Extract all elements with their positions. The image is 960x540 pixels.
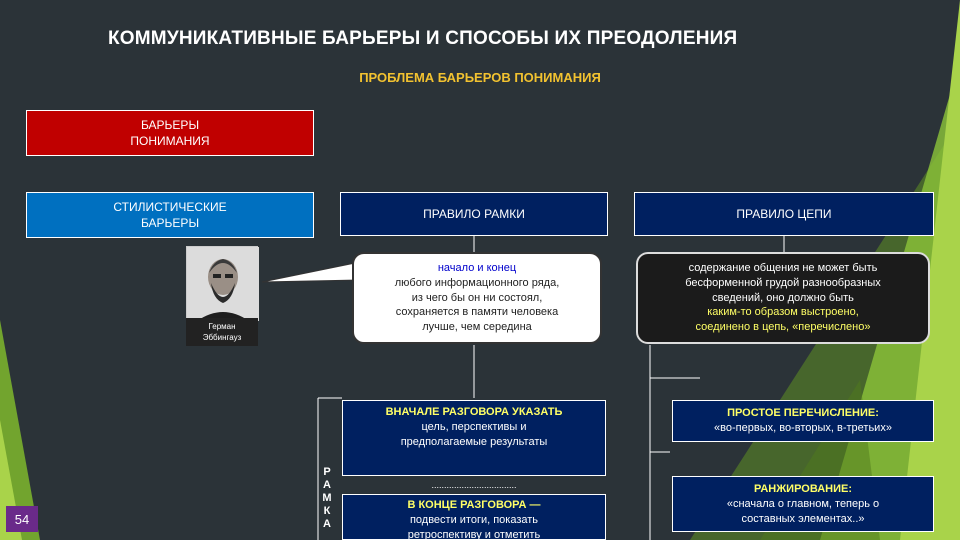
frame-start-line1: цель, перспективы и [421,420,527,433]
frame-bubble-line3: сохраняется в памяти человека [395,306,559,319]
caption-line2: Эббингауз [202,333,242,342]
frame-vertical-letter-5: А [323,518,331,530]
frame-bubble-line1: любого информационного ряда, [394,276,560,289]
ranking-box: РАНЖИРОВАНИЕ: «сначала о главном, теперь… [672,476,934,532]
frame-rule-label: ПРАВИЛО РАМКИ [423,206,525,221]
chain-rule-box: ПРАВИЛО ЦЕПИ [634,192,934,236]
frame-vertical-label: Р А М К А [318,466,336,540]
barriers-box-line1: БАРЬЕРЫ [140,117,200,132]
frame-end-heading: В КОНЦЕ РАЗГОВОРА — [407,499,541,511]
caption-line1: Герман [208,322,236,331]
frame-bubble-line4: лучше, чем середина [422,321,532,334]
frame-end-line2: ретроспективу и отметить [407,528,541,540]
frame-bubble-highlight: начало и конец [437,261,517,274]
frame-vertical-letter-4: К [323,505,331,517]
enumeration-box: ПРОСТОЕ ПЕРЕЧИСЛЕНИЕ: «во-первых, во-вто… [672,400,934,442]
frame-start-heading: ВНАЧАЛЕ РАЗГОВОРА УКАЗАТЬ [385,406,563,418]
frame-start-box: ВНАЧАЛЕ РАЗГОВОРА УКАЗАТЬ цель, перспект… [342,400,606,476]
frame-start-line2: предполагаемые результаты [400,435,548,448]
portrait-caption: Герман Эббингауз [186,318,258,346]
barriers-box: БАРЬЕРЫ ПОНИМАНИЯ [26,110,314,156]
frame-vertical-letter-1: Р [323,466,331,478]
ranking-heading: РАНЖИРОВАНИЕ: [753,483,853,495]
page-subtitle: ПРОБЛЕМА БАРЬЕРОВ ПОНИМАНИЯ [359,70,601,85]
stylistic-barriers-box: СТИЛИСТИЧЕСКИЕ БАРЬЕРЫ [26,192,314,238]
frame-end-box: В КОНЦЕ РАЗГОВОРА — подвести итоги, пока… [342,494,606,540]
frame-rule-bubble: начало и конец любого информационного ря… [352,252,602,344]
barriers-box-line2: ПОНИМАНИЯ [130,134,210,148]
chain-bubble-line1: содержание общения не может быть [688,261,878,274]
page-number: 54 [6,506,38,532]
chain-rule-label: ПРАВИЛО ЦЕПИ [736,206,832,221]
enumeration-line1: «во-первых, во-вторых, в-третьих» [714,421,892,434]
chain-bubble-highlight1: каким-то образом выстроено, [707,306,859,319]
chain-bubble-highlight2: соединено в цепь, «перечислено» [695,321,871,334]
chain-bubble-line3: сведений, оно должно быть [712,291,854,304]
frame-end-line1: подвести итоги, показать [409,513,539,526]
stylistic-line1: СТИЛИСТИЧЕСКИЕ [113,199,227,214]
stylistic-line2: БАРЬЕРЫ [140,216,200,230]
frame-bubble-line2: из чего бы он ни состоял, [411,291,543,304]
chain-bubble-line2: бесформенной грудой разнообразных [685,276,881,289]
frame-vertical-letter-2: А [323,479,331,491]
ranking-line1: «сначала о главном, теперь о [726,497,880,510]
portrait-icon [187,247,259,321]
chain-rule-bubble: содержание общения не может быть бесформ… [636,252,930,344]
frame-rule-box: ПРАВИЛО РАМКИ [340,192,608,236]
page-title: КОММУНИКАТИВНЫЕ БАРЬЕРЫ И СПОСОБЫ ИХ ПРЕ… [108,28,738,49]
enumeration-heading: ПРОСТОЕ ПЕРЕЧИСЛЕНИЕ: [727,407,879,419]
frame-dots: .................................. [431,480,517,490]
ranking-line2: составных элементах..» [741,512,865,525]
frame-vertical-letter-3: М [322,492,332,504]
